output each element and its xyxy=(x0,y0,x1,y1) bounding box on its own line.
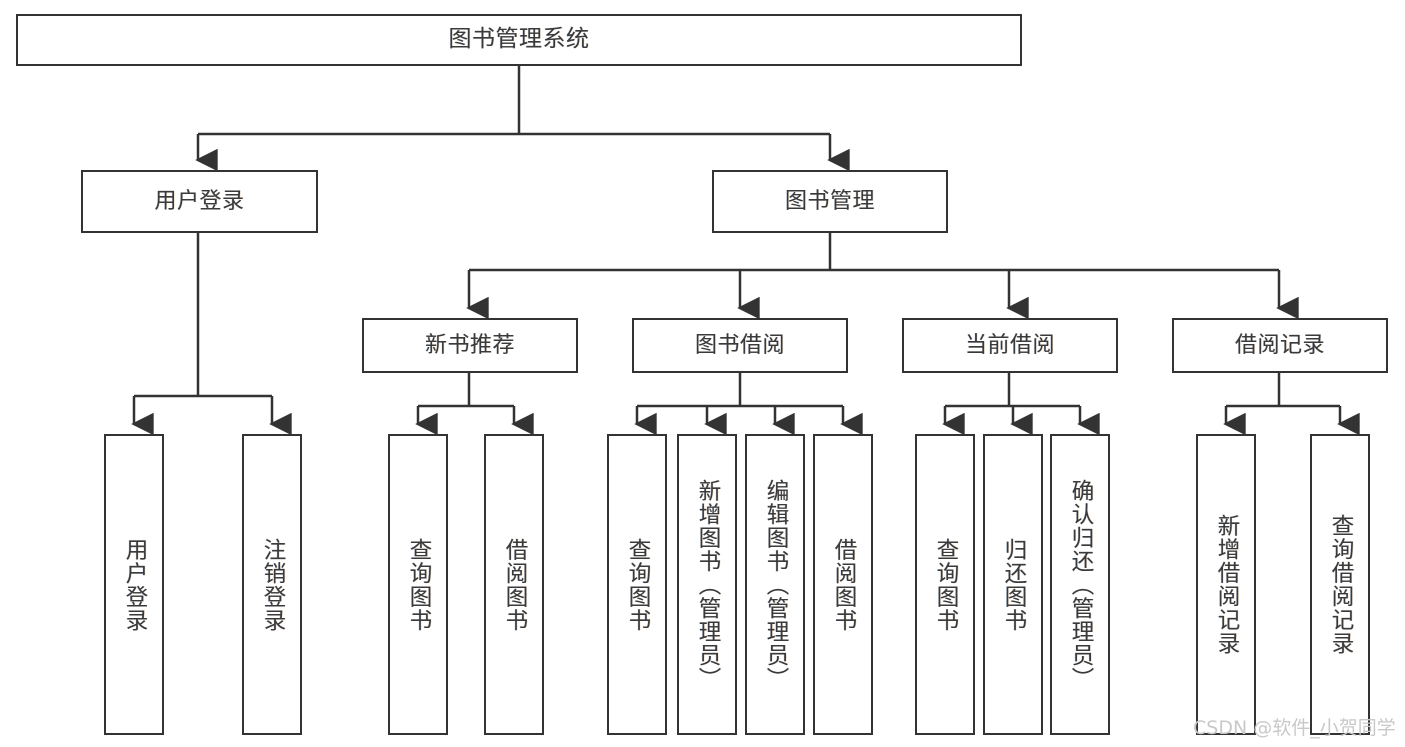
node-leaf-borrow-book-1[interactable]: 借阅图书 xyxy=(484,434,544,735)
node-leaf-query-book-2[interactable]: 查询图书 xyxy=(607,434,667,735)
node-borrow-record[interactable]: 借阅记录 xyxy=(1172,318,1388,373)
node-book-manage[interactable]: 图书管理 xyxy=(712,170,948,233)
node-leaf-edit-book[interactable]: 编辑图书（管理员） xyxy=(745,434,805,735)
node-leaf-add-record[interactable]: 新增借阅记录 xyxy=(1196,434,1256,735)
node-current-borrow-label: 当前借阅 xyxy=(964,332,1055,358)
node-leaf-user-login[interactable]: 用户登录 xyxy=(104,434,164,735)
node-leaf-add-book[interactable]: 新增图书（管理员） xyxy=(677,434,737,735)
node-leaf-borrow-book-2[interactable]: 借阅图书 xyxy=(813,434,873,735)
node-new-book-recommend[interactable]: 新书推荐 xyxy=(362,318,578,373)
node-leaf-confirm-return-label: 确认归还（管理员） xyxy=(1067,478,1094,691)
node-leaf-return-book[interactable]: 归还图书 xyxy=(983,434,1043,735)
node-leaf-return-book-label: 归还图书 xyxy=(1000,537,1027,632)
node-leaf-query-book-3-label: 查询图书 xyxy=(932,537,959,632)
node-leaf-query-book-1[interactable]: 查询图书 xyxy=(388,434,448,735)
node-root-label: 图书管理系统 xyxy=(448,26,590,53)
node-leaf-query-book-1-label: 查询图书 xyxy=(405,537,432,632)
node-current-borrow[interactable]: 当前借阅 xyxy=(902,318,1118,373)
node-leaf-user-logout[interactable]: 注销登录 xyxy=(242,434,302,735)
node-leaf-edit-book-label: 编辑图书（管理员） xyxy=(762,478,789,691)
node-leaf-query-book-2-label: 查询图书 xyxy=(624,537,651,632)
node-leaf-query-book-3[interactable]: 查询图书 xyxy=(915,434,975,735)
node-leaf-add-record-label: 新增借阅记录 xyxy=(1213,514,1240,655)
node-leaf-user-login-label: 用户登录 xyxy=(121,537,148,632)
node-new-book-recommend-label: 新书推荐 xyxy=(424,332,515,358)
node-leaf-borrow-book-1-label: 借阅图书 xyxy=(501,537,528,632)
node-book-manage-label: 图书管理 xyxy=(784,188,875,214)
csdn-watermark: CSDN @软件_小贺同学 xyxy=(1193,717,1396,739)
node-leaf-borrow-book-2-label: 借阅图书 xyxy=(830,537,857,632)
node-user-login[interactable]: 用户登录 xyxy=(81,170,318,233)
node-leaf-user-logout-label: 注销登录 xyxy=(259,537,286,632)
node-root[interactable]: 图书管理系统 xyxy=(16,14,1022,66)
node-leaf-add-book-label: 新增图书（管理员） xyxy=(694,478,721,691)
node-leaf-confirm-return[interactable]: 确认归还（管理员） xyxy=(1050,434,1110,735)
node-leaf-query-record[interactable]: 查询借阅记录 xyxy=(1310,434,1370,735)
node-leaf-query-record-label: 查询借阅记录 xyxy=(1327,514,1354,655)
node-borrow-record-label: 借阅记录 xyxy=(1234,332,1325,358)
node-book-borrow[interactable]: 图书借阅 xyxy=(632,318,848,373)
node-user-login-label: 用户登录 xyxy=(154,188,245,214)
node-book-borrow-label: 图书借阅 xyxy=(694,332,785,358)
